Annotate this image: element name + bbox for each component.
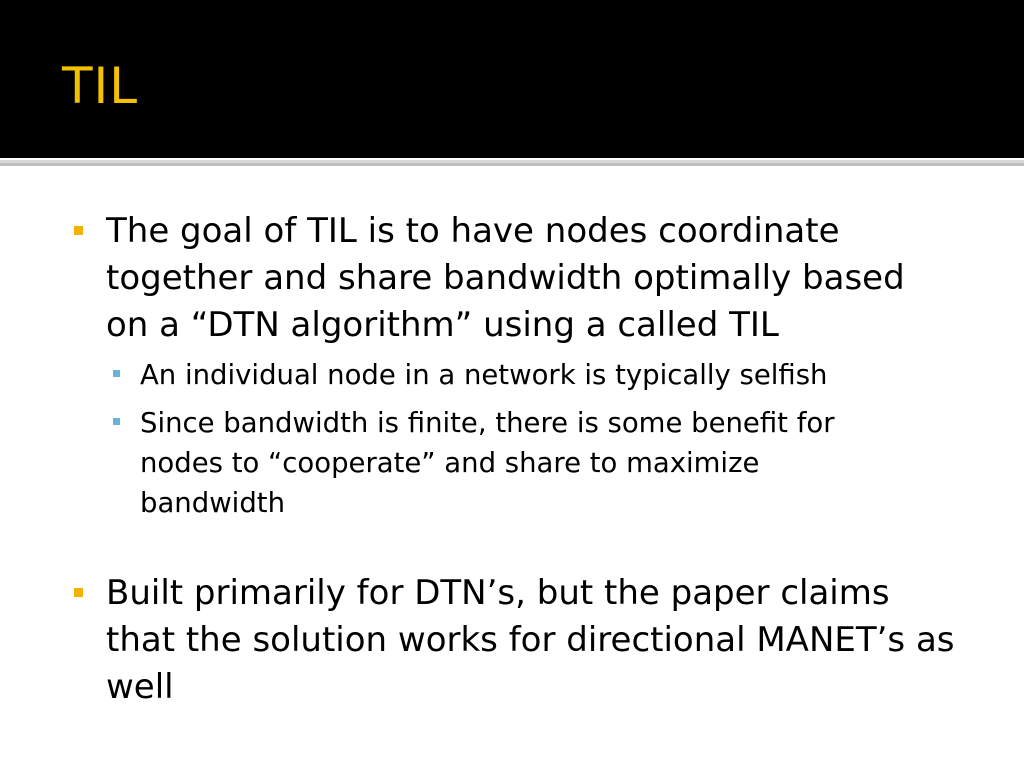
bullet-item: The goal of TIL is to have nodes coordin… <box>106 211 905 345</box>
title-divider <box>0 160 1024 163</box>
bullet-square-icon <box>74 226 83 235</box>
sub-bullet-square-icon <box>113 370 120 377</box>
bullet-square-icon <box>74 588 83 597</box>
sub-bullet-item: Since bandwidth is finite, there is some… <box>140 407 835 519</box>
slide-title: TIL <box>62 57 139 115</box>
sub-bullet-square-icon <box>113 418 120 425</box>
bullet-item: Built primarily for DTN’s, but the paper… <box>106 573 955 707</box>
title-bar <box>0 0 1024 158</box>
sub-bullet-item: An individual node in a network is typic… <box>140 359 828 391</box>
title-divider-shadow <box>0 163 1024 166</box>
